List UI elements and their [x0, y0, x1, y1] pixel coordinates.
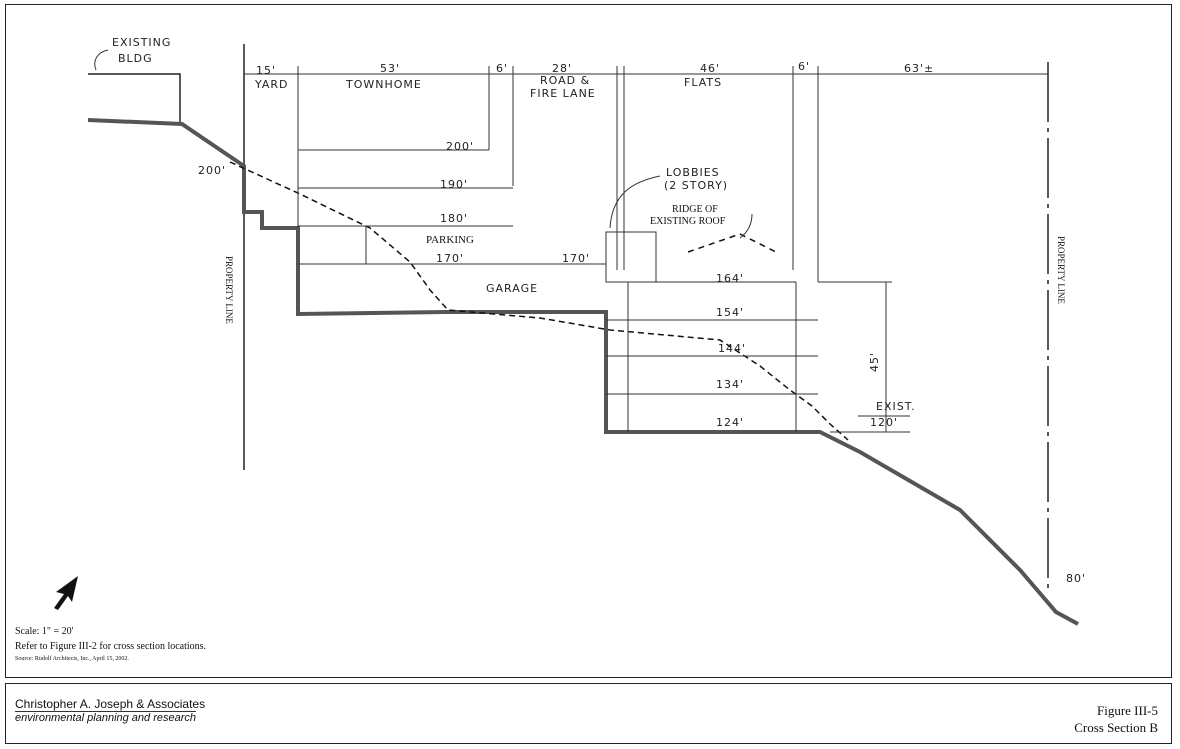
- height-dimension: [818, 281, 910, 433]
- elevation-180: 180': [440, 212, 468, 225]
- yard-label: YARD: [254, 78, 289, 91]
- ridge-arrow: [739, 213, 753, 239]
- ridge-label-1: RIDGE OF: [672, 204, 718, 215]
- elevation-164: 164': [716, 272, 744, 285]
- townhome-label: TOWNHOME: [345, 78, 422, 91]
- gap2-dimension: 6': [798, 60, 810, 73]
- road-dimension: 28': [552, 62, 572, 75]
- refer-note: Refer to Figure III-2 for cross section …: [15, 641, 207, 652]
- townhome-dimension: 53': [380, 62, 400, 75]
- existing-building-arrow: [94, 49, 109, 71]
- drawing-frame: [5, 4, 1172, 678]
- lobbies-box: [605, 231, 657, 283]
- lobbies-label-1: LOBBIES: [666, 166, 720, 179]
- flats-dimension: 46': [700, 62, 720, 75]
- elevation-134: 134': [716, 378, 744, 391]
- lobbies-label-2: (2 STORY): [664, 179, 728, 192]
- ridge-label-2: EXISTING ROOF: [650, 216, 726, 227]
- drawing-notes: Scale: 1" = 20' Refer to Figure III-2 fo…: [15, 624, 206, 664]
- elevation-200-left: 200': [198, 164, 226, 177]
- existing-grade-line: [229, 161, 849, 441]
- source-note: Source: Rudolf Architects, Inc., April 1…: [15, 656, 129, 662]
- road-label-2: FIRE LANE: [530, 87, 596, 100]
- garage-label: GARAGE: [486, 282, 538, 295]
- elevation-200: 200': [446, 140, 474, 153]
- dimension-ticks: [297, 66, 819, 282]
- height-45-label: 45': [868, 352, 881, 372]
- exist-label: EXIST.: [876, 400, 916, 413]
- figure-number: Figure III-5: [1096, 703, 1158, 718]
- ridge-line: [687, 233, 777, 253]
- elevation-190: 190': [440, 178, 468, 191]
- elevation-154: 154': [716, 306, 744, 319]
- north-arrow-icon: [54, 576, 78, 610]
- elevation-170-right: 170': [562, 252, 590, 265]
- exist-elevation: 120': [870, 416, 898, 429]
- existing-bldg-label-2: BLDG: [118, 52, 153, 65]
- gap1-dimension: 6': [496, 62, 508, 75]
- flats-label: FLATS: [684, 76, 722, 89]
- elevation-170-left: 170': [436, 252, 464, 265]
- flats-floors: [606, 281, 818, 432]
- proposed-grade-line: [87, 118, 1079, 626]
- existing-bldg-label-1: EXISTING: [112, 36, 171, 49]
- company-name: Christopher A. Joseph & Associates: [15, 697, 206, 711]
- elevation-80: 80': [1066, 572, 1086, 585]
- scale-note: Scale: 1" = 20': [15, 626, 74, 637]
- townhome-floors: [297, 149, 606, 265]
- company-tagline: environmental planning and research: [15, 711, 197, 724]
- footer-frame: [5, 683, 1172, 744]
- property-line-right-label: PROPERTY LINE: [1056, 236, 1066, 304]
- yard-dimension: 15': [256, 64, 276, 77]
- road-label-1: ROAD &: [540, 74, 590, 87]
- property-line-left-label: PROPERTY LINE: [224, 256, 234, 324]
- parking-label: PARKING: [426, 234, 474, 246]
- existing-building-outline: [88, 73, 181, 122]
- elevation-124: 124': [716, 416, 744, 429]
- lobbies-arrow: [609, 175, 661, 229]
- far-dimension: 63'±: [904, 62, 934, 75]
- elevation-144: 144': [718, 342, 746, 355]
- figure-title: Cross Section B: [1074, 720, 1158, 735]
